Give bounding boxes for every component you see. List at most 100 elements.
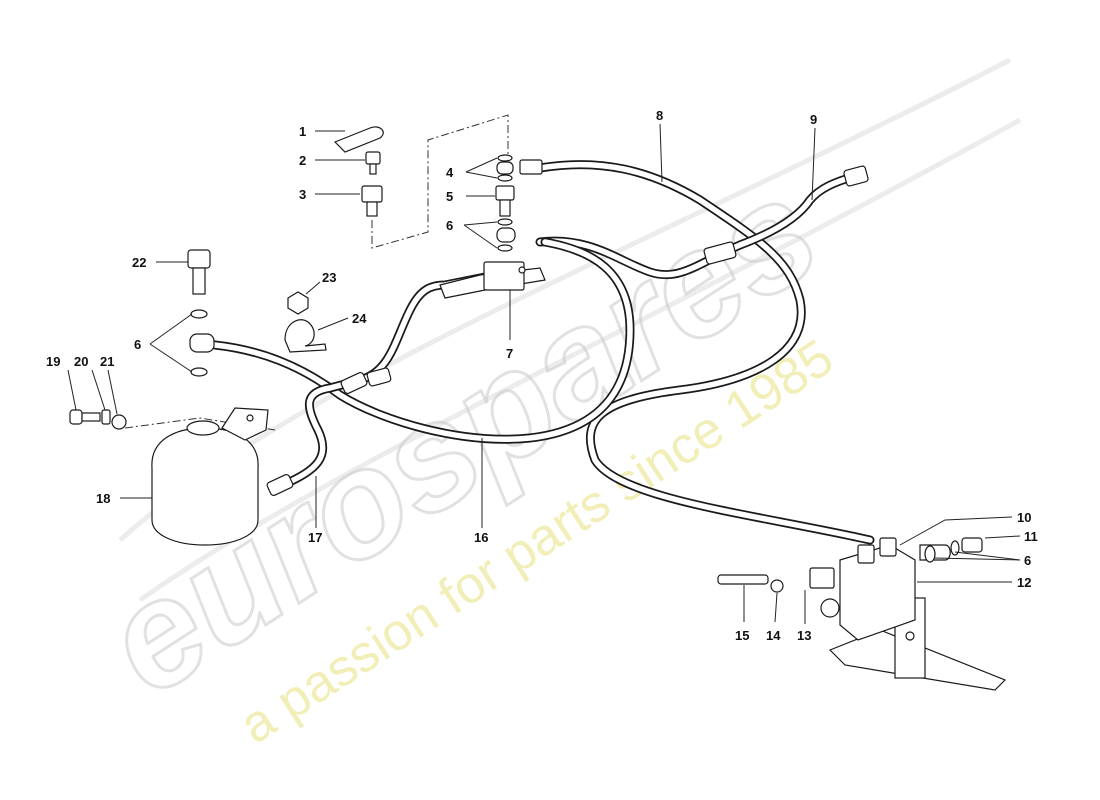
part-6-washer-left-a	[190, 309, 208, 319]
leader-6-left-a	[149, 313, 193, 345]
leader-9	[811, 127, 816, 201]
callout-5: 5	[446, 189, 453, 204]
accumulator-body	[151, 427, 259, 546]
callout-18: 18	[96, 491, 110, 506]
part-7-block	[439, 261, 546, 299]
leader-21	[107, 369, 118, 415]
part-7-distribution-block	[483, 261, 525, 291]
leader-24	[317, 317, 349, 331]
banjo-fitting-upper	[496, 161, 514, 175]
callout-16: 16	[474, 530, 488, 545]
hose-16	[212, 239, 633, 442]
leader-6-upper-a	[463, 221, 498, 226]
callout-8: 8	[656, 108, 663, 123]
part-6-washer-right-a	[950, 540, 960, 556]
callout-labels: 1 2 3 4 5 6 7 8 9 10 11 6 12 13 14 15 16…	[46, 108, 1038, 643]
leader-lines	[67, 123, 1021, 624]
leader-6-upper-b	[463, 224, 498, 249]
fitting-hose-8-end	[519, 159, 543, 175]
part-13-solenoid	[809, 567, 835, 589]
leader-6-left-b	[149, 343, 193, 373]
callout-24: 24	[352, 311, 367, 326]
fitting-hose-16-mid	[366, 367, 392, 387]
leader-19	[67, 369, 77, 411]
part-22-bolt-thread	[192, 267, 206, 295]
part-2-bleed-valve-stem	[369, 163, 377, 175]
callout-13: 13	[797, 628, 811, 643]
hose-8	[537, 161, 873, 543]
part-4-washer-top	[497, 154, 513, 162]
callout-15: 15	[735, 628, 749, 643]
leader-6-right-a	[954, 551, 1021, 561]
accumulator-top-port	[186, 420, 220, 436]
part-6-washer-left-b	[190, 367, 208, 377]
top-column-parts	[333, 126, 384, 217]
callout-19: 19	[46, 354, 60, 369]
callout-6-upper: 6	[446, 218, 453, 233]
callout-14: 14	[766, 628, 781, 643]
callout-11: 11	[1024, 529, 1038, 544]
valve-port-fitting-b	[879, 537, 897, 557]
part-24-clamp	[284, 319, 327, 353]
callout-12: 12	[1017, 575, 1031, 590]
fitting-hose-9-mid	[703, 241, 737, 265]
part-22-bolt-head	[187, 249, 211, 269]
leader-14	[774, 592, 778, 623]
leader-4a	[465, 157, 498, 173]
part-15-bolt	[717, 574, 769, 585]
part-4-washer-bottom	[497, 174, 513, 182]
part-5-adapter-thread	[499, 199, 511, 217]
leader-20	[91, 369, 106, 411]
part-12-valve-assembly	[717, 537, 1007, 691]
bracket-hole-lower	[905, 631, 915, 641]
part-14-washer	[770, 579, 784, 593]
leader-8	[659, 123, 663, 183]
callout-9: 9	[810, 112, 817, 127]
clamp-parts	[284, 291, 327, 353]
callout-6-left: 6	[134, 337, 141, 352]
banjo-fitting-left	[189, 333, 215, 353]
part-20-spring-washer	[101, 409, 111, 425]
callout-21: 21	[100, 354, 114, 369]
part-23-nut	[287, 291, 309, 315]
leader-23	[305, 281, 321, 295]
callout-4: 4	[446, 165, 454, 180]
leader-11	[984, 535, 1021, 539]
part-3-adapter-head	[361, 185, 383, 203]
valve-port-fitting-a	[857, 544, 875, 564]
part-18-accumulator	[151, 407, 269, 546]
part-1-cap	[333, 126, 384, 153]
fitting-hose-17-mid	[340, 371, 368, 395]
callout-1: 1	[299, 124, 306, 139]
callout-17: 17	[308, 530, 322, 545]
hose-fittings	[266, 159, 869, 497]
callout-23: 23	[322, 270, 336, 285]
part-19-screw-shaft	[81, 412, 101, 422]
part-19-screw-head	[69, 409, 83, 425]
part-11-banjo-bolt	[961, 537, 983, 553]
callout-22: 22	[132, 255, 146, 270]
leader-4b	[465, 171, 498, 179]
callout-6-right: 6	[1024, 553, 1031, 568]
part-5-adapter	[495, 185, 515, 201]
leader-10	[899, 516, 1013, 546]
banjo-fitting-mid	[496, 227, 516, 243]
accumulator-bracket	[221, 407, 269, 441]
assembly-lines	[124, 114, 509, 431]
accumulator-bracket-hole	[246, 414, 254, 422]
assembly-line-lower	[124, 417, 276, 431]
screw-set-left	[69, 409, 127, 430]
part-2-bleed-valve	[365, 151, 381, 165]
part-6-washer-right-b	[924, 545, 936, 563]
callout-2: 2	[299, 153, 306, 168]
callout-20: 20	[74, 354, 88, 369]
part-3-adapter-thread	[366, 201, 378, 217]
callout-3: 3	[299, 187, 306, 202]
part-6-washer-upper-a	[497, 218, 513, 226]
valve-port-front	[820, 598, 840, 618]
center-column-parts	[495, 154, 516, 252]
fitting-hose-9-end	[843, 165, 869, 187]
assembly-line-upper	[371, 114, 509, 249]
part-7-port	[518, 266, 526, 274]
